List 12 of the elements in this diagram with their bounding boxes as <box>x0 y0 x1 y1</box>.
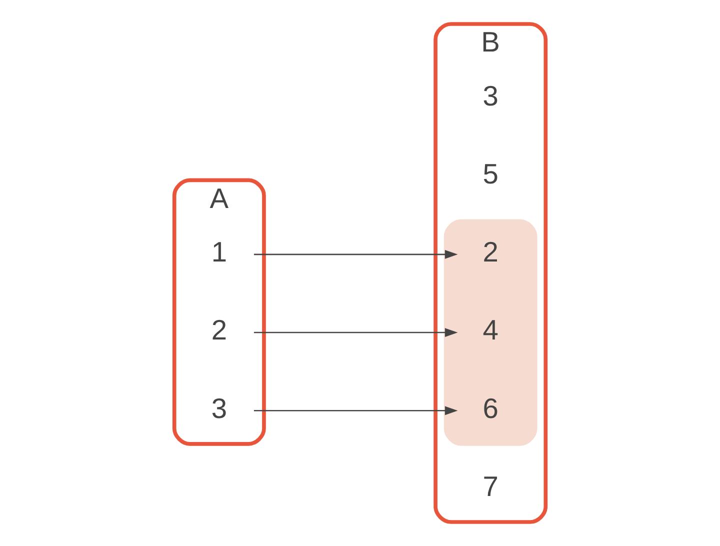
node-text: 6 <box>482 392 498 424</box>
node-text: 2 <box>482 236 498 268</box>
node-text: 3 <box>211 392 228 424</box>
arrow <box>254 250 458 259</box>
node-text: 5 <box>482 158 498 190</box>
arrow <box>254 406 458 416</box>
node-text: 3 <box>482 80 498 112</box>
node-text: 1 <box>211 236 228 268</box>
node-text: 7 <box>482 470 498 502</box>
arrow <box>254 328 458 338</box>
node-text: 4 <box>482 314 498 346</box>
node-text: 2 <box>211 314 228 346</box>
